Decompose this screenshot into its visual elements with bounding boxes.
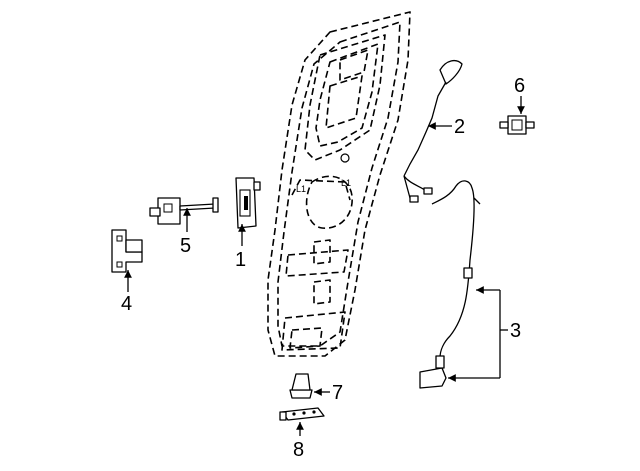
callout-7: 7 (332, 382, 343, 404)
bumper-part (289, 373, 313, 399)
door-shell: L1 L1 (267, 11, 411, 357)
callout-1: 1 (235, 249, 246, 271)
callout-3: 3 (510, 320, 521, 342)
callout-8: 8 (293, 439, 304, 461)
callout-2: 2 (454, 116, 465, 138)
door-check-part (149, 197, 219, 225)
callout-6: 6 (514, 75, 525, 97)
striker-part (499, 115, 535, 135)
actuator-cable-part (419, 180, 481, 389)
door-mark-right: L1 (341, 178, 351, 188)
inside-handle-part (235, 177, 261, 229)
door-mark-left: L1 (296, 184, 306, 194)
callout-5: 5 (180, 235, 191, 257)
latch-rod-part (403, 59, 463, 203)
bracket-part (279, 407, 325, 421)
hinge-part (111, 229, 143, 273)
callout-4: 4 (121, 293, 132, 315)
